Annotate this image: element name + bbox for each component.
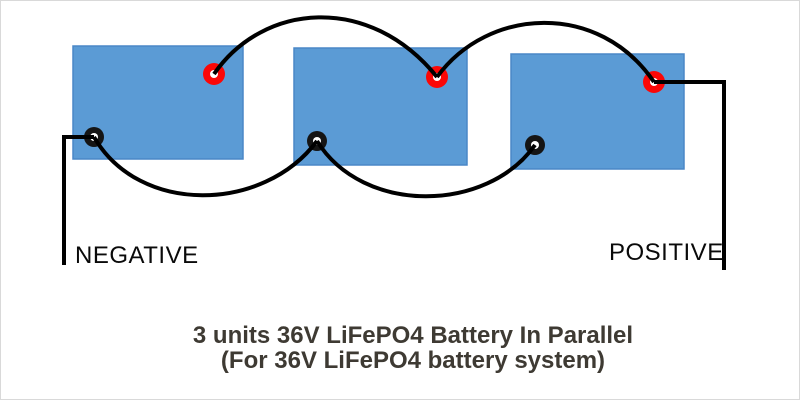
- caption-line-2: (For 36V LiFePO4 battery system): [220, 347, 606, 374]
- caption-line-1: 3 units 36V LiFePO4 Battery In Parallel: [192, 322, 634, 349]
- positive-label: POSITIVE: [609, 239, 724, 266]
- wire-positive-battery2-battery3: [435, 20, 656, 84]
- negative-output-lead: [62, 135, 94, 265]
- wire-negative-battery2-battery3: [315, 139, 537, 199]
- wire-positive-battery1-battery2: [212, 15, 439, 79]
- negative-label: NEGATIVE: [75, 242, 199, 269]
- positive-output-lead: [654, 80, 726, 270]
- wire-negative-battery1-battery2: [92, 135, 319, 198]
- caption: 3 units 36V LiFePO4 Battery In Parallel …: [13, 322, 799, 374]
